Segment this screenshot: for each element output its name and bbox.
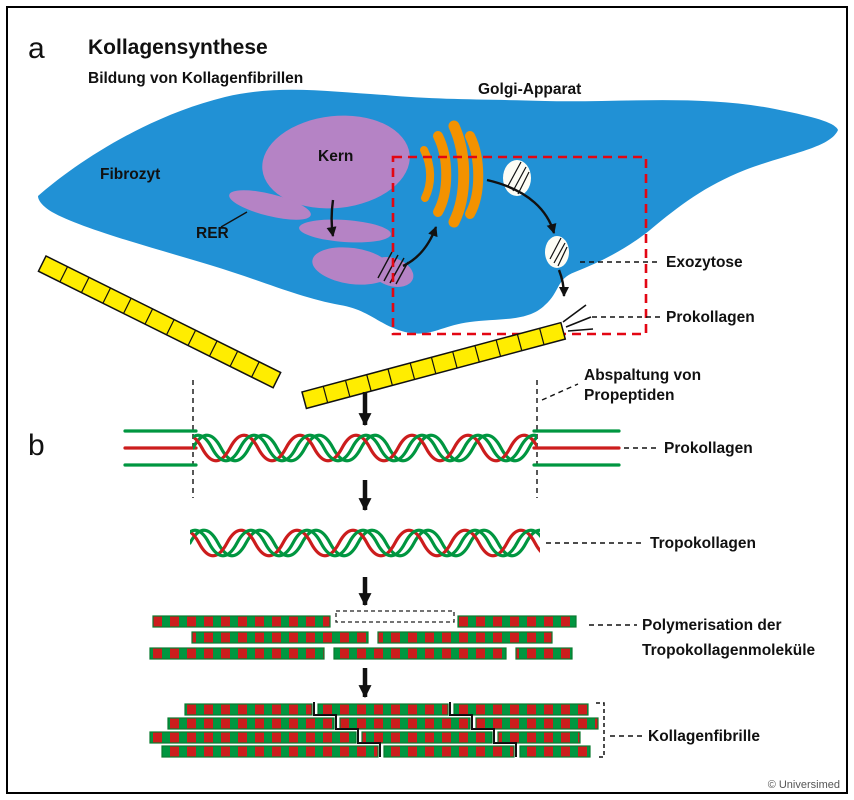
panel-a-label: a bbox=[28, 32, 45, 65]
prokollagen-helix-label: Prokollagen bbox=[664, 440, 753, 457]
abspaltung-label-line1: Abspaltung von bbox=[584, 367, 701, 384]
kollagenfibrille-label: Kollagenfibrille bbox=[648, 728, 760, 745]
fibrozyt-label: Fibrozyt bbox=[100, 166, 160, 183]
procollagen-rod-1 bbox=[37, 254, 282, 389]
golgi-label: Golgi-Apparat bbox=[478, 81, 581, 98]
nucleus bbox=[262, 115, 410, 209]
rer-label: RER bbox=[196, 225, 229, 242]
fibril-stagger-lines bbox=[313, 702, 517, 757]
tropokollagen-label: Tropokollagen bbox=[650, 535, 756, 552]
exozytose-label: Exozytose bbox=[666, 254, 743, 271]
polymerisation-label-line1: Polymerisation der bbox=[642, 617, 782, 634]
polymerisation-placeholder-box bbox=[335, 610, 455, 623]
collagen-fibril-rows bbox=[149, 703, 599, 758]
fibril-bracket bbox=[596, 702, 605, 758]
rer-pointer-line bbox=[220, 211, 248, 228]
procollagen-rod-2 bbox=[301, 321, 567, 410]
abspaltung-leader bbox=[541, 383, 579, 401]
prokollagen-end-chains bbox=[123, 429, 621, 467]
prokollagen-secreted-label: Prokollagen bbox=[666, 309, 755, 326]
golgi-apparatus bbox=[420, 120, 484, 228]
tropokollagen-triple-helix bbox=[190, 528, 540, 558]
copyright-text: © Universimed bbox=[768, 779, 840, 791]
diagram-subtitle: Bildung von Kollagenfibrillen bbox=[88, 70, 303, 87]
frame-border bbox=[6, 6, 848, 794]
abspaltung-label-line2: Propeptiden bbox=[584, 387, 674, 404]
secretory-vesicle bbox=[545, 236, 569, 268]
kern-label: Kern bbox=[318, 148, 353, 165]
polymerisation-rows bbox=[149, 615, 577, 660]
diagram-title: Kollagensynthese bbox=[88, 36, 268, 59]
panel-b-label: b bbox=[28, 429, 45, 462]
prokollagen-triple-helix bbox=[193, 433, 537, 463]
propeptide-whiskers bbox=[562, 304, 594, 332]
intracellular-arrows bbox=[326, 178, 569, 297]
rough-er bbox=[229, 190, 414, 287]
polymerisation-label-line2: Tropokollagenmoleküle bbox=[642, 642, 815, 659]
